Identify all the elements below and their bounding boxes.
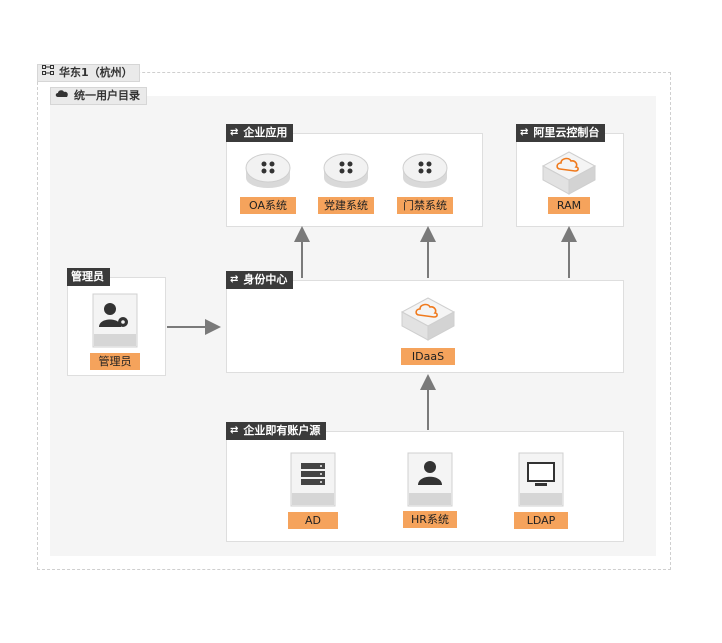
identity-center-tag: ⇄ 身份中心 bbox=[226, 271, 294, 289]
aliyun-console-tag: ⇄ 阿里云控制台 bbox=[516, 124, 606, 142]
app-label-oa: OA系统 bbox=[240, 197, 296, 214]
ad-server-icon bbox=[290, 452, 336, 507]
region-border bbox=[37, 72, 671, 570]
directory-tag: 统一用户目录 bbox=[50, 87, 147, 105]
hr-user-card-icon bbox=[407, 452, 453, 507]
region-label: 华东1（杭州） bbox=[59, 66, 133, 79]
source-label-ad: AD bbox=[288, 512, 338, 529]
directory-label: 统一用户目录 bbox=[74, 89, 140, 102]
admin-user-gear-icon bbox=[92, 293, 138, 348]
party-app-grid-icon bbox=[323, 153, 369, 188]
existing-accounts-title: 企业即有账户源 bbox=[243, 424, 321, 437]
region-tag: 华东1（杭州） bbox=[37, 64, 140, 82]
source-label-ldap: LDAP bbox=[514, 512, 568, 529]
source-label-hr: HR系统 bbox=[403, 511, 457, 528]
ram-label: RAM bbox=[548, 197, 590, 214]
idaas-cloud-cube-icon bbox=[400, 297, 456, 341]
sync-icon: ⇄ bbox=[230, 425, 239, 436]
access-app-grid-icon bbox=[402, 153, 448, 188]
admin-label: 管理员 bbox=[90, 353, 140, 370]
existing-accounts-tag: ⇄ 企业即有账户源 bbox=[226, 422, 327, 440]
enterprise-apps-title: 企业应用 bbox=[243, 126, 288, 139]
ram-cloud-cube-icon bbox=[541, 151, 597, 195]
admin-title: 管理员 bbox=[71, 270, 104, 283]
region-icon bbox=[42, 65, 54, 81]
app-label-access: 门禁系统 bbox=[397, 197, 453, 214]
app-label-party: 党建系统 bbox=[318, 197, 374, 214]
identity-center-title: 身份中心 bbox=[243, 273, 288, 286]
cloud-icon bbox=[55, 88, 69, 104]
idaas-label: IDaaS bbox=[401, 348, 455, 365]
aliyun-console-title: 阿里云控制台 bbox=[533, 126, 600, 139]
sync-icon: ⇄ bbox=[230, 274, 239, 285]
oa-app-grid-icon bbox=[245, 153, 291, 188]
enterprise-apps-tag: ⇄ 企业应用 bbox=[226, 124, 294, 142]
sync-icon: ⇄ bbox=[230, 127, 239, 138]
sync-icon: ⇄ bbox=[520, 127, 529, 138]
ldap-monitor-icon bbox=[518, 452, 564, 507]
admin-tag: 管理员 bbox=[67, 268, 110, 286]
